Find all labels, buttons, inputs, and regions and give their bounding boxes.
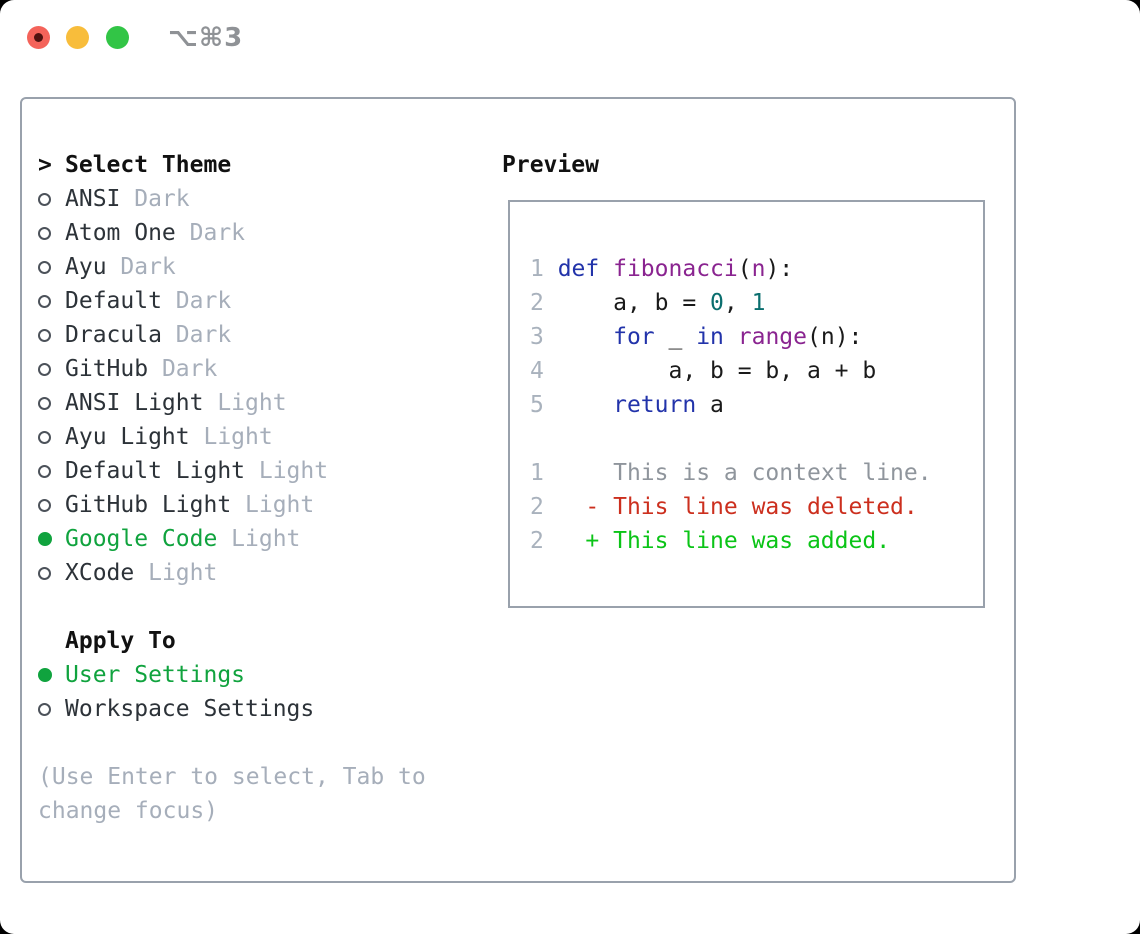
theme-variant-tag: Dark bbox=[189, 220, 246, 246]
theme-variant-tag: Light bbox=[148, 560, 218, 586]
radio-unselected-icon bbox=[38, 192, 65, 206]
theme-option[interactable]: Ayu Dark bbox=[38, 250, 478, 284]
option-label: ANSI bbox=[65, 186, 121, 212]
titlebar: ⌥⌘3 bbox=[0, 0, 1140, 60]
theme-option[interactable]: Ayu Light Light bbox=[38, 420, 478, 454]
option-label: GitHub Light bbox=[65, 492, 232, 518]
code-line: 1 This is a context line. bbox=[530, 460, 932, 486]
maximize-button[interactable] bbox=[106, 26, 129, 49]
preview-box: 1 def fibonacci(n): 2 a, b = 0, 1 3 for _ … bbox=[508, 200, 985, 608]
code-line: 2 a, b = 0, 1 bbox=[530, 290, 766, 316]
option-label: Default bbox=[65, 288, 162, 314]
theme-option[interactable]: GitHub Light Light bbox=[38, 488, 478, 522]
close-button[interactable] bbox=[27, 26, 50, 49]
option-label: Default Light bbox=[65, 458, 246, 484]
option-label: Ayu bbox=[65, 254, 107, 280]
select-theme-header: > Select Theme bbox=[38, 148, 478, 182]
close-dot-icon bbox=[34, 33, 43, 42]
radio-unselected-icon bbox=[38, 362, 65, 376]
code-line: 1 def fibonacci(n): bbox=[530, 256, 794, 282]
apply-to-option[interactable]: User Settings bbox=[38, 658, 478, 692]
select-theme-label: Select Theme bbox=[65, 152, 232, 178]
theme-option[interactable]: ANSI Light Light bbox=[38, 386, 478, 420]
option-label: ANSI Light bbox=[65, 390, 204, 416]
help-text: (Use Enter to select, Tab to change focu… bbox=[38, 764, 426, 824]
apply-to-header: Apply To bbox=[38, 624, 478, 658]
theme-option[interactable]: GitHub Dark bbox=[38, 352, 478, 386]
code-line: 2 - This line was deleted. bbox=[530, 494, 918, 520]
radio-unselected-icon bbox=[38, 566, 65, 580]
code-line: 5 return a bbox=[530, 392, 724, 418]
radio-unselected-icon bbox=[38, 498, 65, 512]
code-preview: 1 def fibonacci(n): 2 a, b = 0, 1 3 for _ … bbox=[530, 252, 932, 558]
theme-variant-tag: Light bbox=[203, 424, 273, 450]
theme-variant-tag: Dark bbox=[161, 356, 218, 382]
theme-variant-tag: Dark bbox=[120, 254, 176, 280]
option-label: Ayu Light bbox=[65, 424, 190, 450]
apply-to-option[interactable]: Workspace Settings bbox=[38, 692, 478, 726]
radio-unselected-icon bbox=[38, 430, 65, 444]
radio-unselected-icon bbox=[38, 226, 65, 240]
code-line: 2 + This line was added. bbox=[530, 528, 891, 554]
option-label: Google Code bbox=[65, 526, 218, 552]
radio-selected-icon bbox=[38, 668, 65, 682]
theme-option[interactable]: Default Light Light bbox=[38, 454, 478, 488]
theme-option[interactable]: Atom One Dark bbox=[38, 216, 478, 250]
code-line: 3 for _ in range(n): bbox=[530, 324, 863, 350]
minimize-button[interactable] bbox=[66, 26, 89, 49]
window-title: ⌥⌘3 bbox=[168, 23, 244, 53]
option-label: Dracula bbox=[65, 322, 162, 348]
theme-variant-tag: Dark bbox=[175, 322, 232, 348]
radio-unselected-icon bbox=[38, 702, 65, 716]
theme-variant-tag: Dark bbox=[175, 288, 232, 314]
preview-header: Preview bbox=[502, 152, 599, 178]
theme-option[interactable]: XCode Light bbox=[38, 556, 478, 590]
theme-option[interactable]: Google Code Light bbox=[38, 522, 478, 556]
radio-unselected-icon bbox=[38, 328, 65, 342]
theme-option[interactable]: ANSI Dark bbox=[38, 182, 478, 216]
radio-unselected-icon bbox=[38, 464, 65, 478]
option-label: Workspace Settings bbox=[65, 696, 315, 722]
code-line: 4 a, b = b, a + b bbox=[530, 358, 877, 384]
radio-unselected-icon bbox=[38, 294, 65, 308]
option-label: Atom One bbox=[65, 220, 176, 246]
theme-variant-tag: Light bbox=[217, 390, 287, 416]
option-label: User Settings bbox=[65, 662, 246, 688]
radio-unselected-icon bbox=[38, 396, 65, 410]
theme-variant-tag: Light bbox=[231, 526, 301, 552]
radio-unselected-icon bbox=[38, 260, 65, 274]
theme-variant-tag: Light bbox=[245, 492, 315, 518]
option-label: GitHub bbox=[65, 356, 149, 382]
option-label: XCode bbox=[65, 560, 135, 586]
theme-option[interactable]: Default Dark bbox=[38, 284, 478, 318]
theme-variant-tag: Light bbox=[258, 458, 329, 484]
theme-option[interactable]: Dracula Dark bbox=[38, 318, 478, 352]
focus-caret: > bbox=[38, 152, 52, 178]
theme-variant-tag: Dark bbox=[134, 186, 190, 212]
apply-to-label: Apply To bbox=[65, 628, 176, 654]
radio-selected-icon bbox=[38, 532, 65, 546]
code-line bbox=[530, 422, 932, 456]
